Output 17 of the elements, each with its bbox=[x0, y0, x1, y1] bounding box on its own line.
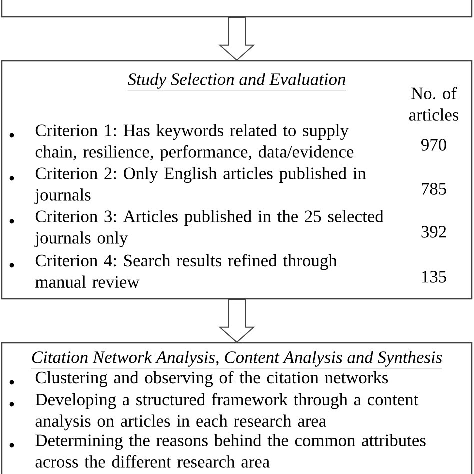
section-heading: Citation Network Analysis, Content Analysis and Synthesis bbox=[31, 351, 443, 369]
list-item: Criterion 1: Has keywords related to supply chain, resilience, performance, data/evidence bbox=[36, 124, 354, 162]
list-item: Criterion 3: Articles published in the 25 selected journals only bbox=[34, 210, 384, 248]
list-item: Determining the reasons behind the common attributes across the different research area bbox=[36, 434, 426, 468]
list-item: Clustering and observing of the citation networks bbox=[36, 371, 388, 388]
list-item: Criterion 4: Search results refined through manual review bbox=[36, 254, 338, 288]
section-heading: Study Selection and Evaluation bbox=[128, 73, 346, 91]
article-count: 970 bbox=[422, 139, 446, 151]
process-box bbox=[1, 0, 473, 18]
list-item: Developing a structured framework through a content analysis on articles in each research area bbox=[36, 393, 419, 431]
column-heading: No. of articles bbox=[409, 87, 459, 121]
article-count: 785 bbox=[422, 183, 446, 195]
block-arrow bbox=[218, 299, 256, 344]
block-arrow bbox=[218, 17, 256, 62]
article-count: 135 bbox=[422, 271, 446, 283]
list-item: Criterion 2: Only English articles published in journals bbox=[34, 167, 366, 204]
article-count: 392 bbox=[422, 226, 446, 238]
